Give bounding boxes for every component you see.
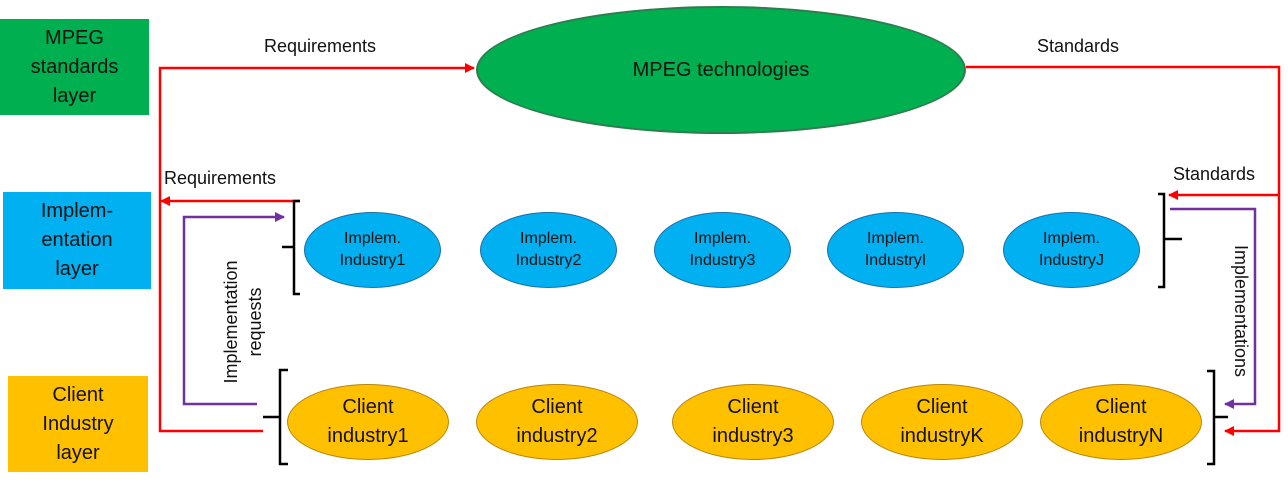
node-label-line: Client: [916, 396, 968, 418]
implementation-industry-node: Implem. IndustryI: [827, 212, 964, 288]
right-bracket-client: [1207, 369, 1228, 466]
left-bracket-implementation: [282, 199, 300, 296]
standards-line-right: [966, 65, 1281, 436]
mpeg-technologies-node: MPEG technologies: [476, 6, 966, 134]
layer-label-line: layer: [55, 258, 99, 280]
right-bracket-implementation: [1158, 192, 1182, 289]
node-label-line: industry1: [327, 425, 409, 447]
client-industry-node: Client industry3: [672, 384, 834, 460]
node-label-line: Industry3: [689, 252, 756, 269]
node-label-line: Implem.: [344, 230, 401, 247]
layer-label-line: Client: [52, 383, 104, 406]
implementations-label: Implementations: [1231, 244, 1251, 378]
layer-label-line: layer: [52, 84, 97, 107]
node-label-line: Implem.: [867, 230, 924, 247]
requirements-label-mid: Requirements: [164, 168, 277, 188]
client-industry-node: Client industry2: [476, 384, 638, 460]
node-label-line: Implem.: [694, 230, 751, 247]
node-label-line: IndustryJ: [1039, 252, 1104, 269]
requirements-line-left: [158, 63, 475, 433]
node-label-line: IndustryI: [864, 252, 927, 269]
node-label-line: Industry1: [339, 252, 406, 269]
node-label-line: Industry2: [515, 252, 582, 269]
requirements-label-top: Requirements: [264, 36, 377, 56]
implementation-industry-node: Implem. Industry2: [480, 212, 617, 288]
layer-label-line: entation: [41, 229, 113, 251]
implementation-industry-node: Implem. Industry1: [304, 212, 441, 288]
implementations-arrow: [1170, 207, 1257, 409]
implementation-requests-label: Implementation requests: [219, 217, 269, 427]
client-industry-layer-box: Client Industry layer: [8, 376, 148, 472]
node-label-line: Client: [1095, 396, 1147, 418]
mpeg-standards-layer-box: MPEG standards layer: [0, 19, 149, 115]
layer-label-line: layer: [56, 441, 100, 464]
technologies-label: MPEG technologies: [632, 58, 810, 81]
client-industry-node: Client industryK: [861, 384, 1023, 460]
client-industry-node: Client industry1: [287, 384, 449, 460]
implementation-industry-node: Implem. IndustryJ: [1003, 212, 1140, 288]
layer-label-line: Implem-: [40, 200, 114, 222]
client-industry-node: Client industryN: [1040, 384, 1202, 460]
implementation-requests-arrow: [182, 212, 285, 406]
implementation-layer-box: Implem- entation layer: [3, 192, 151, 289]
standards-label-top: Standards: [1037, 36, 1120, 56]
left-bracket-client: [263, 368, 288, 466]
implementation-requests-line: Implementation: [221, 260, 241, 384]
standards-label-mid: Standards: [1173, 164, 1256, 184]
node-label-line: industry2: [516, 425, 598, 447]
layer-label-line: standards: [30, 55, 119, 78]
node-label-line: industryN: [1078, 425, 1164, 447]
node-label-line: Client: [727, 396, 779, 418]
layer-label-line: Industry: [42, 412, 114, 435]
node-label-line: Client: [531, 396, 583, 418]
node-label-line: Client: [342, 396, 394, 418]
node-label-line: Implem.: [520, 230, 577, 247]
node-label-line: industry3: [712, 425, 794, 447]
implementation-requests-line: requests: [245, 287, 265, 357]
node-label-line: Implem.: [1043, 230, 1100, 247]
layer-label-line: MPEG: [45, 26, 104, 49]
implementation-industry-node: Implem. Industry3: [654, 212, 791, 288]
brackets: [263, 192, 1228, 466]
node-label-line: industryK: [900, 425, 984, 447]
